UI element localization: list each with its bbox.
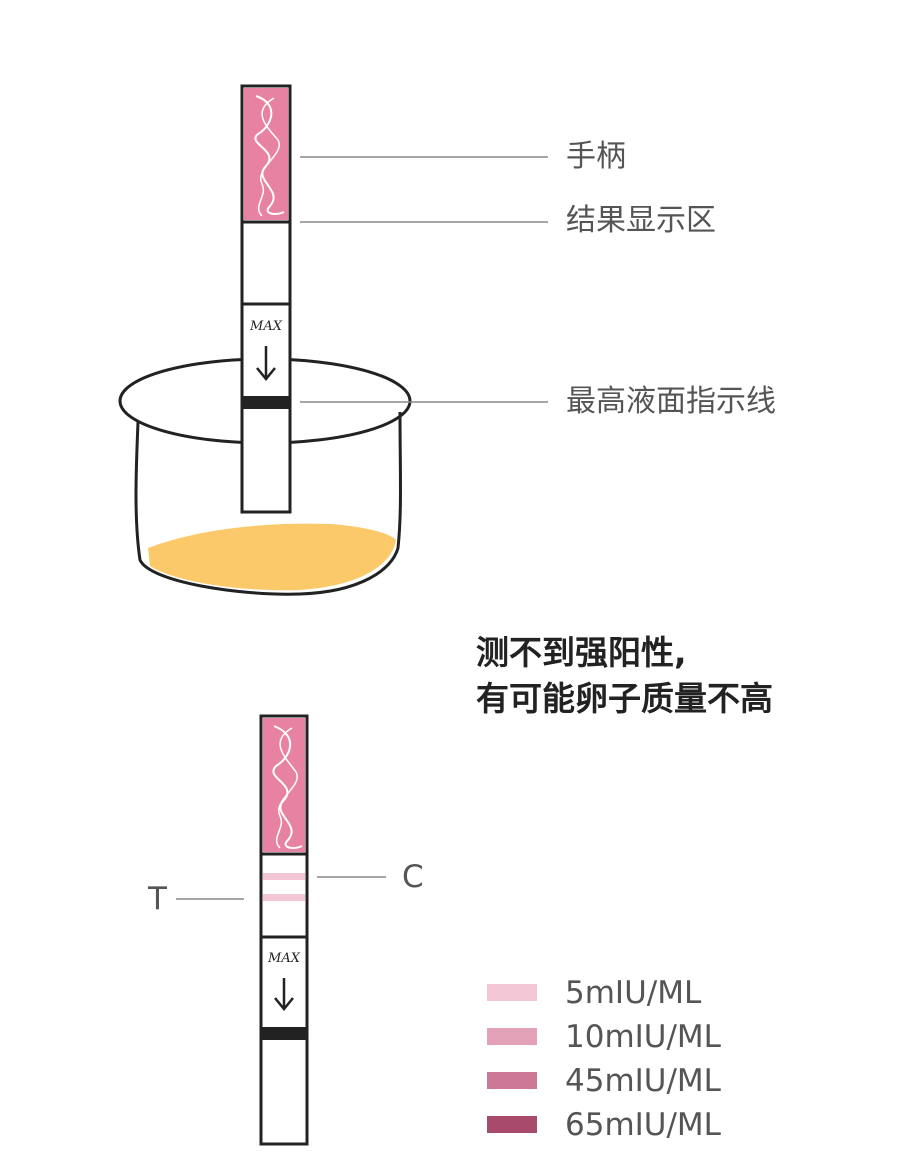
urine-liquid [148,523,396,591]
test-strip-1: MAX [240,84,292,514]
legend-label: 65mIU/ML [565,1107,721,1143]
legend-swatch [487,1116,537,1133]
legend-label: 10mIU/ML [565,1019,721,1055]
t-line [263,894,305,901]
legend-label: 45mIU/ML [565,1063,721,1099]
label-result-area: 结果显示区 [566,203,716,238]
strip-max-text: MAX [249,319,283,334]
strip-max-text: MAX [267,951,301,966]
legend-swatch [487,1028,537,1045]
label-max-line: 最高液面指示线 [566,384,776,419]
label-c-line: C [402,859,424,895]
arrow-down-icon [274,978,294,1011]
c-line [263,873,305,880]
legend-label: 5mIU/ML [565,975,702,1011]
headline: 测不到强阳性, 有可能卵子质量不高 [476,630,773,722]
headline-line-1: 测不到强阳性, [476,633,687,672]
max-line-marker [261,1027,307,1040]
legend-swatch [487,1072,537,1089]
test-strip-2: MAX [259,714,309,1146]
arrow-down-icon [256,346,276,381]
legend-swatch [487,984,537,1001]
label-t-line: T [148,881,167,917]
headline-line-2: 有可能卵子质量不高 [476,679,773,718]
strip-handle [244,88,288,220]
max-line-marker [242,396,290,409]
label-handle: 手柄 [566,139,626,174]
